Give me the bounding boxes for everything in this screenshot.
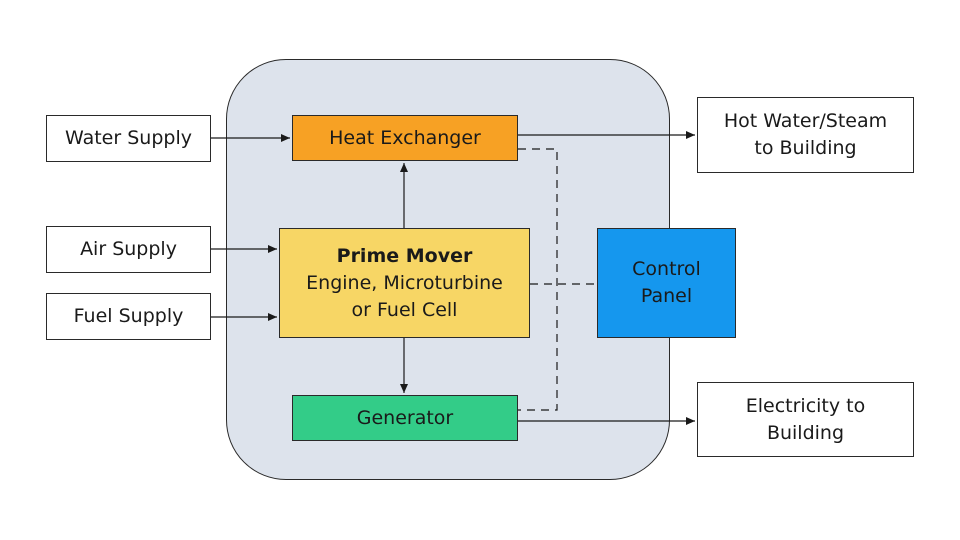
water-supply-box: Water Supply [46, 115, 211, 162]
heat-exchanger-label: Heat Exchanger [329, 126, 481, 149]
control-panel-line2: Panel [640, 285, 693, 307]
fuel-supply-label: Fuel Supply [73, 305, 184, 327]
hot-water-line1: Hot Water/Steam [723, 110, 888, 132]
generator-label: Generator [356, 406, 454, 429]
generator-box: Generator [292, 395, 518, 441]
prime-mover-line2: or Fuel Cell [351, 298, 458, 321]
hot-water-line2: to Building [754, 137, 857, 159]
hot-water-output-box: Hot Water/Steam to Building [697, 97, 914, 173]
electricity-line2: Building [766, 421, 845, 444]
electricity-line1: Electricity to [745, 394, 866, 417]
air-supply-box: Air Supply [46, 226, 211, 273]
water-supply-label: Water Supply [65, 127, 192, 149]
electricity-output-box: Electricity to Building [697, 382, 914, 457]
control-panel-line1: Control [632, 258, 701, 280]
heat-exchanger-box: Heat Exchanger [292, 115, 518, 161]
fuel-supply-box: Fuel Supply [46, 293, 211, 340]
prime-mover-line1: Engine, Microturbine [306, 271, 503, 294]
air-supply-label: Air Supply [80, 238, 177, 260]
control-signal-heat-exchanger-dashed [518, 148, 558, 411]
prime-mover-title: Prime Mover [336, 244, 473, 267]
control-panel-box: Control Panel [597, 228, 736, 338]
prime-mover-box: Prime Mover Engine, Microturbine or Fuel… [279, 228, 530, 338]
